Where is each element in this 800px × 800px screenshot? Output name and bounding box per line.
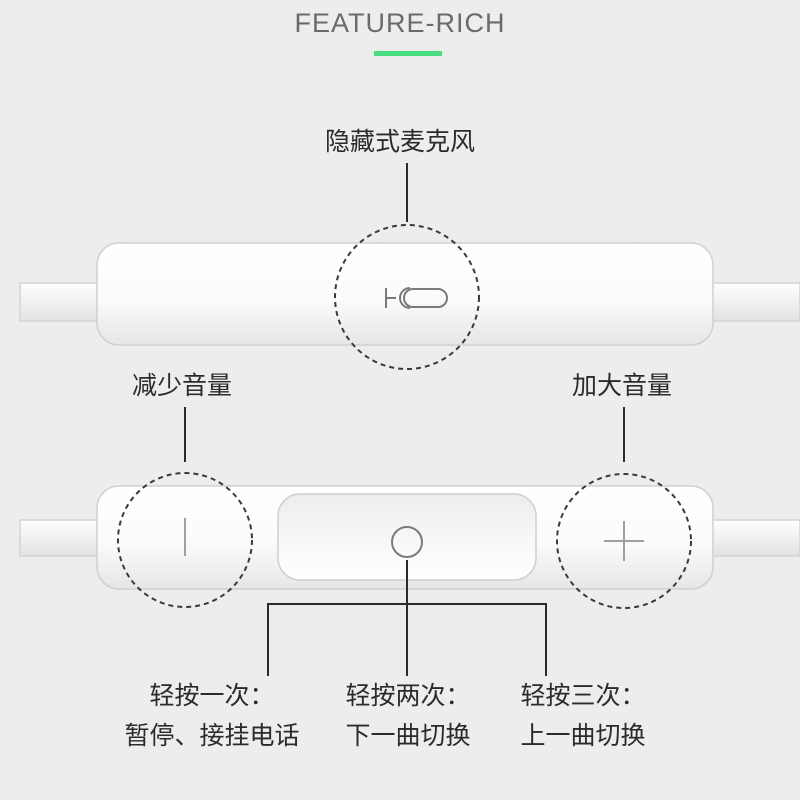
- triple-press-title: 轻按三次：: [520, 681, 646, 710]
- top-cable-right: [709, 282, 800, 322]
- feature-title: FEATURE-RICH: [294, 8, 506, 38]
- press-action-bracket: [267, 560, 547, 676]
- volume-down-label: 减少音量: [132, 371, 233, 400]
- microphone-highlight-circle: [334, 224, 480, 370]
- plus-icon: [604, 521, 644, 561]
- double-press-desc: 下一曲切换: [345, 721, 471, 750]
- volume-up-label: 加大音量: [572, 371, 673, 400]
- bottom-cable-left: [19, 519, 99, 557]
- triple-press-desc: 上一曲切换: [520, 721, 646, 750]
- volume-down-highlight-circle: [117, 472, 253, 608]
- bottom-cable-right: [709, 519, 800, 557]
- double-press-title: 轻按两次：: [345, 681, 471, 710]
- title-accent-bar: [374, 51, 442, 56]
- top-cable-left: [19, 282, 99, 322]
- microphone-icon: [385, 287, 448, 309]
- microphone-label: 隐藏式麦克风: [324, 127, 475, 156]
- single-press-caption: 轻按一次： 暂停、接挂电话: [107, 676, 317, 756]
- volume-up-highlight-circle: [556, 473, 692, 609]
- single-press-title: 轻按一次：: [149, 681, 275, 710]
- multifunction-button-icon: [391, 526, 423, 558]
- triple-press-caption: 轻按三次： 上一曲切换: [478, 676, 688, 756]
- single-press-desc: 暂停、接挂电话: [124, 721, 300, 750]
- double-press-caption: 轻按两次： 下一曲切换: [298, 676, 518, 756]
